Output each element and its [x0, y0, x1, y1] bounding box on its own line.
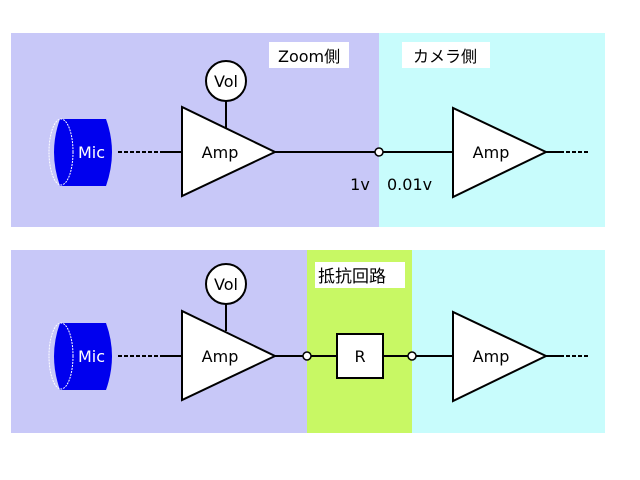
camera-amp-label: Amp	[473, 347, 510, 366]
connection-jack-out	[407, 351, 417, 361]
camera-side-label-box	[402, 42, 490, 68]
mic-label: Mic	[78, 143, 105, 162]
vol-label: Vol	[214, 275, 238, 294]
resistor-label: R	[354, 347, 365, 366]
resistor-circuit-label: 抵抗回路	[318, 267, 386, 287]
voltage-left-label: 1v	[350, 175, 370, 194]
connection-jack	[374, 147, 384, 157]
mic-icon	[48, 322, 112, 390]
amp-label: Amp	[202, 347, 239, 366]
amp-label: Amp	[202, 143, 239, 162]
top-diagram: Zoom側 カメラ側 Mic Vol Amp 1v 0.01v Amp	[11, 33, 605, 227]
amp-triangle	[181, 105, 278, 198]
amp-triangle	[181, 309, 278, 402]
bottom-diagram: 抵抗回路 Mic Vol Amp R Amp	[11, 250, 605, 433]
vol-label: Vol	[214, 72, 238, 91]
vol-knob	[205, 263, 247, 305]
camera-amp-triangle	[452, 106, 549, 199]
mic-icon	[48, 118, 112, 186]
resistor-box	[336, 333, 384, 379]
camera-amp-triangle	[452, 310, 549, 403]
camera-side-label: カメラ側	[413, 47, 477, 66]
vol-knob	[205, 60, 247, 102]
camera-amp-label: Amp	[473, 143, 510, 162]
mic-label: Mic	[78, 347, 105, 366]
voltage-right-label: 0.01v	[387, 175, 432, 194]
connection-jack-in	[302, 351, 312, 361]
resistor-circuit-label-box	[315, 262, 405, 288]
zoom-side-label-box	[269, 42, 349, 68]
zoom-side-label: Zoom側	[278, 47, 340, 66]
